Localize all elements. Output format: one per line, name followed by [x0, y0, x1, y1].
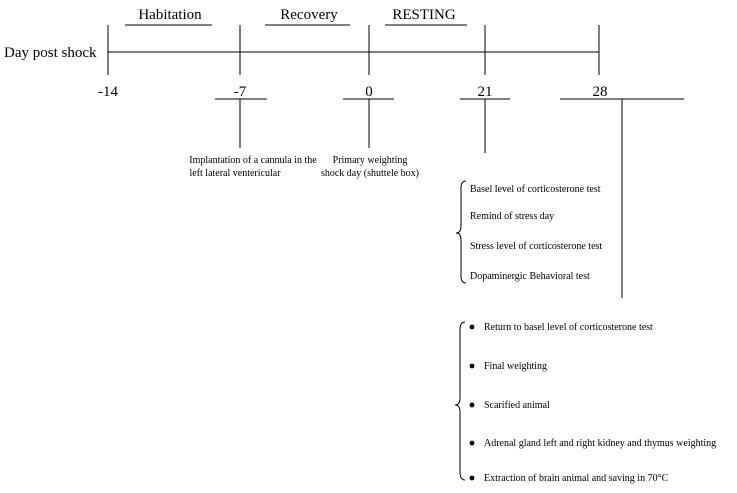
drop-d28 [560, 98, 684, 298]
day28-item-1: Return to basel level of corticosterone … [484, 322, 653, 333]
day-label-m14: -14 [98, 84, 118, 100]
phase-label-recovery: Recovery [280, 7, 338, 23]
day-label-m7: -7 [234, 84, 247, 100]
phase-label-resting: RESTING [392, 7, 456, 23]
phase-label-habitation: Habitation [138, 7, 202, 23]
drop-d0 [343, 98, 394, 148]
event-m7-line1: Implantation of a cannula in the [189, 155, 317, 166]
brace-day21 [455, 180, 467, 284]
day-label-d0: 0 [365, 84, 373, 100]
drop-d21 [460, 98, 510, 153]
drop-m7 [215, 98, 267, 148]
event-d0-line2: shock day (shuttele box) [321, 168, 419, 179]
day28-item-3: Scarified animal [484, 400, 550, 411]
brace-day28 [454, 321, 466, 481]
day28-item-4: Adrenal gland left and right kidney and … [484, 438, 716, 449]
event-d0-line1: Primary weighting [333, 155, 408, 166]
day21-item-3: Stress level of corticosterone test [470, 241, 602, 252]
day28-item-2: Final weighting [484, 361, 547, 372]
axis-label: Day post shock [4, 45, 97, 61]
day21-item-1: Basel level of corticosterone test [470, 184, 601, 195]
day-label-d28: 28 [593, 84, 608, 100]
day28-bullets [469, 324, 475, 481]
day-label-d21: 21 [478, 84, 493, 100]
day21-item-4: Dopaminergic Behavioral test [470, 271, 590, 282]
day28-item-5: Extraction of brain animal and saving in… [484, 473, 669, 484]
day21-item-2: Remind of stress day [470, 211, 554, 222]
event-m7-line2: left lateral ventericular [189, 168, 281, 179]
